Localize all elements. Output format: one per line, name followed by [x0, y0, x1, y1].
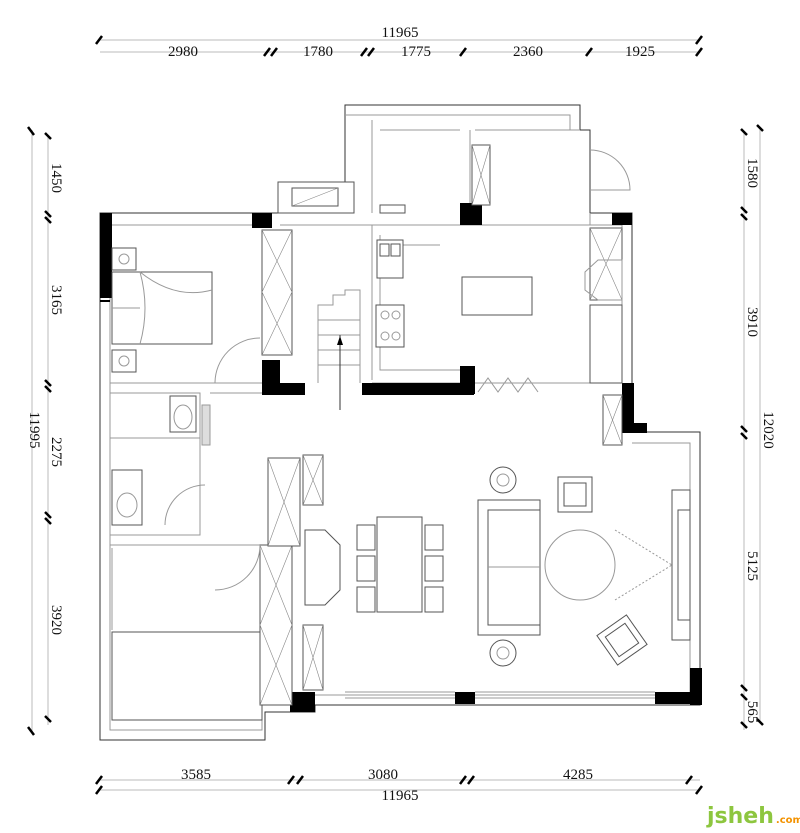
bathroom [110, 395, 211, 526]
left-dimensions: 1450 3165 2275 3920 11995 [26, 126, 64, 736]
watermark-logo: jsheh.com [707, 804, 800, 829]
bottom-total-dimension: 11965 [382, 788, 419, 804]
left-dimension-1: 1450 [48, 163, 64, 193]
bottom-dimensions: 3585 3080 4285 11965 [95, 767, 703, 804]
dining-table [376, 516, 423, 613]
left-total-dimension: 11995 [26, 412, 42, 449]
kitchen-island [461, 276, 533, 316]
bed [111, 631, 263, 721]
staircase [317, 289, 361, 410]
top-dimensions: 11965 2980 1780 1775 2360 1925 [95, 25, 703, 60]
right-dimension-1: 1580 [744, 158, 760, 188]
top-dimension-5: 1925 [625, 44, 655, 60]
top-dimension-4: 2360 [513, 44, 543, 60]
living-room [477, 466, 691, 667]
top-dimension-2: 1780 [303, 44, 333, 60]
bottom-dimension-2: 3080 [368, 767, 398, 783]
walls [99, 104, 702, 741]
top-dimension-3: 1775 [401, 44, 431, 60]
round-rug [544, 529, 616, 601]
right-dimension-2: 3910 [744, 307, 760, 337]
left-dimension-4: 3920 [48, 605, 64, 635]
right-dimension-4: 565 [744, 701, 760, 724]
left-dimension-3: 2275 [48, 437, 64, 467]
dining-area [267, 454, 444, 691]
top-total-dimension: 11965 [382, 25, 419, 41]
kitchen [375, 227, 623, 446]
bottom-dimension-3: 4285 [563, 767, 593, 783]
bedroom-lower-left [111, 544, 293, 721]
bottom-dimension-1: 3585 [181, 767, 211, 783]
wardrobe [261, 229, 293, 356]
right-total-dimension: 12020 [760, 411, 776, 449]
bedroom-upper-left [111, 229, 293, 384]
right-dimensions: 1580 3910 5125 565 12020 [740, 124, 776, 730]
wardrobe [259, 544, 293, 706]
left-dimension-2: 3165 [48, 285, 64, 315]
balcony [277, 144, 631, 214]
sink-counter [111, 469, 143, 526]
top-dimension-1: 2980 [168, 44, 198, 60]
right-dimension-3: 5125 [744, 551, 760, 581]
bed [111, 271, 213, 345]
